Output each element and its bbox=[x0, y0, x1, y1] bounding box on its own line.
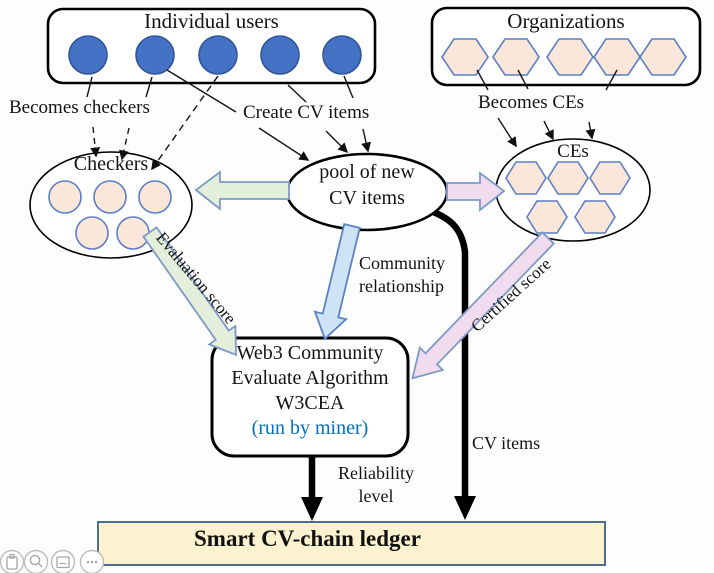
individual-users-title: Individual users bbox=[144, 9, 279, 33]
org-hexagon bbox=[441, 38, 489, 76]
connector-line bbox=[361, 128, 371, 153]
checker-circle bbox=[48, 180, 82, 214]
checker-circle bbox=[93, 180, 127, 214]
arrow-pool-to-ces bbox=[446, 171, 506, 212]
ce-hexagon bbox=[547, 161, 589, 195]
floating-toolbar bbox=[0, 549, 105, 573]
arrow-certified-score bbox=[411, 231, 556, 380]
ledger-box bbox=[97, 521, 606, 566]
create-cv-items-label: Create CV items bbox=[243, 102, 370, 123]
ce-hexagon bbox=[589, 161, 631, 195]
connector-line bbox=[585, 121, 596, 140]
cv-items-label: CV items bbox=[472, 433, 541, 453]
arrow-evaluation-score bbox=[142, 226, 237, 357]
user-circle bbox=[135, 35, 175, 75]
ce-hexagons bbox=[505, 161, 631, 234]
w3cea-line1: Web3 Community bbox=[236, 342, 384, 364]
org-hexagon bbox=[492, 38, 540, 76]
user-circles bbox=[68, 35, 362, 75]
edges-becomes-checkers bbox=[86, 75, 219, 171]
connector-line bbox=[86, 76, 93, 98]
ledger-title: Smart CV-chain ledger bbox=[194, 526, 421, 551]
org-hexagon bbox=[639, 38, 687, 76]
checker-circle bbox=[138, 180, 172, 214]
connector-line-dashed bbox=[118, 127, 130, 161]
connector-line bbox=[543, 120, 554, 141]
arrow-pool-to-checkers bbox=[194, 170, 290, 211]
organization-hexagons bbox=[441, 38, 687, 76]
more-ellipsis-icon[interactable] bbox=[79, 549, 105, 573]
edges-create-cv-items bbox=[166, 69, 371, 161]
reliability-label-line1: Reliability bbox=[338, 463, 414, 483]
connector-line bbox=[145, 76, 153, 98]
connector-line bbox=[258, 127, 310, 161]
checker-circle bbox=[75, 216, 109, 250]
reliability-label-line2: level bbox=[358, 486, 394, 506]
reader-mode-icon[interactable] bbox=[50, 549, 76, 573]
connector-line-dashed bbox=[90, 126, 101, 158]
ces-label: CEs bbox=[557, 141, 589, 162]
user-circle bbox=[68, 35, 108, 75]
ce-hexagon bbox=[574, 200, 616, 234]
w3cea-line3: W3CEA bbox=[275, 392, 345, 414]
connector-line bbox=[343, 75, 354, 99]
edges-becomes-ces bbox=[476, 69, 618, 148]
pool-label-line2: CV items bbox=[329, 187, 405, 209]
checker-circles bbox=[48, 180, 172, 250]
zoom-search-icon[interactable] bbox=[23, 549, 49, 573]
ce-hexagon bbox=[505, 161, 547, 195]
becomes-checkers-label: Becomes checkers bbox=[9, 97, 150, 118]
arrow-community-relationship bbox=[313, 223, 361, 341]
user-circle bbox=[198, 35, 238, 75]
connector-line bbox=[497, 117, 517, 148]
ce-hexagon bbox=[526, 200, 568, 234]
connector-line bbox=[476, 69, 489, 91]
w3cea-line2: Evaluate Algorithm bbox=[231, 367, 389, 389]
checker-circle bbox=[116, 216, 150, 250]
user-circle bbox=[260, 35, 300, 75]
clipboard-icon[interactable] bbox=[0, 549, 25, 573]
edge-w3cea-to-ledger-arrowhead bbox=[301, 497, 323, 521]
community-label-line2: relationship bbox=[359, 276, 444, 296]
pool-label-line1: pool of new bbox=[319, 161, 415, 183]
connector-line bbox=[325, 130, 349, 154]
becomes-ces-label: Becomes CEs bbox=[478, 92, 585, 113]
edge-pool-to-ledger-arrowhead bbox=[454, 496, 476, 520]
connector-line bbox=[605, 69, 618, 91]
org-hexagon bbox=[546, 38, 594, 76]
w3cea-run-by-miner: (run by miner) bbox=[251, 417, 369, 439]
user-circle bbox=[322, 35, 362, 75]
organizations-title: Organizations bbox=[507, 9, 625, 33]
checkers-label: Checkers bbox=[73, 153, 149, 175]
community-label-line1: Community bbox=[359, 253, 446, 273]
connector-line bbox=[287, 84, 307, 103]
connector-line bbox=[166, 69, 237, 113]
connector-line bbox=[517, 69, 529, 90]
